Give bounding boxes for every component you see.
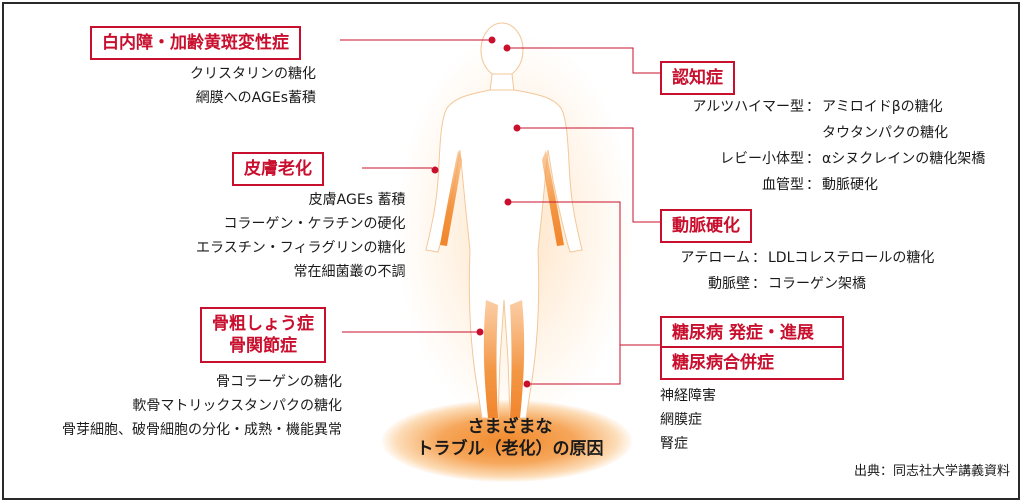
def-value: タウタンパクの糖化 <box>822 125 948 141</box>
def-row: タウタンパクの糖化 <box>654 120 985 146</box>
detail-line: 腎症 <box>660 436 688 452</box>
body-silhouette <box>425 22 583 419</box>
def-value: アミロイドβの糖化 <box>822 99 943 115</box>
label-osteoporosis: 骨粗しょう症 骨関節症 <box>200 307 326 363</box>
def-key: レビー小体型 <box>720 151 804 167</box>
detail-line: 神経障害 <box>660 388 716 404</box>
line-diabetes-leg <box>530 345 621 385</box>
details-cataract-amd: クリスタリンの糖化 網膜へのAGEs蓄積 <box>190 62 316 110</box>
details-diabetes: 神経障害 網膜症 腎症 <box>660 384 716 456</box>
def-key: アルツハイマー型 <box>692 99 804 115</box>
def-row: アルツハイマー型 ： アミロイドβの糖化 <box>654 94 985 120</box>
label-dementia: 認知症 <box>660 61 735 95</box>
dot-abdomen <box>504 198 512 206</box>
caption-line: トラブル（老化）の原因 <box>416 439 604 459</box>
def-sep: ： <box>752 250 766 266</box>
def-sep: ： <box>752 276 766 292</box>
def-sep: ： <box>806 99 820 115</box>
detail-line: 骨芽細胞、破骨細胞の分化・成熟・機能異常 <box>62 422 342 438</box>
center-caption: さまざまな トラブル（老化）の原因 <box>385 416 635 460</box>
detail-line: コラーゲン・ケラチンの硬化 <box>223 216 406 232</box>
label-line: 骨関節症 <box>229 336 297 356</box>
details-dementia: アルツハイマー型 ： アミロイドβの糖化 タウタンパクの糖化 レビー小体型 ： … <box>654 94 985 198</box>
def-sep: ： <box>806 151 820 167</box>
detail-line: 皮膚AGEs 蓄積 <box>308 192 406 208</box>
limb-glows <box>440 150 564 418</box>
label-diabetes-complications: 糖尿病合併症 <box>660 346 844 380</box>
def-value: αシヌクレインの糖化架橋 <box>822 151 986 167</box>
label-atherosclerosis: 動脈硬化 <box>660 209 752 243</box>
line-atherosclerosis <box>520 127 660 223</box>
def-key: 血管型 <box>762 177 804 193</box>
base-glow <box>382 400 632 482</box>
def-sep <box>804 120 822 146</box>
label-skin-aging: 皮膚老化 <box>232 152 324 186</box>
detail-line: 骨コラーゲンの糖化 <box>216 374 342 390</box>
dot-heart <box>513 124 521 132</box>
line-dementia <box>510 47 660 74</box>
dot-skin <box>431 166 439 174</box>
def-row: レビー小体型 ： αシヌクレインの糖化架橋 <box>654 146 985 172</box>
def-sep: ： <box>806 177 820 193</box>
source-credit: 出典：同志社大学講義資料 <box>853 464 1010 479</box>
label-line: 骨粗しょう症 <box>212 314 314 334</box>
detail-line: 網膜へのAGEs蓄積 <box>195 90 316 106</box>
def-row: 動脈壁 ： コラーゲン架橋 <box>654 271 934 297</box>
detail-line: 網膜症 <box>660 412 702 428</box>
details-skin-aging: 皮膚AGEs 蓄積 コラーゲン・ケラチンの硬化 エラスチン・フィラグリンの糖化 … <box>196 188 405 284</box>
dot-brain <box>503 44 511 52</box>
def-row: 血管型 ： 動脈硬化 <box>654 172 985 198</box>
body-dots <box>431 36 531 388</box>
connector-lines <box>340 39 660 385</box>
def-key: アテローム <box>680 250 750 266</box>
dot-leg <box>523 380 531 388</box>
def-key <box>654 120 804 146</box>
details-osteoporosis: 骨コラーゲンの糖化 軟骨マトリックスタンパクの糖化 骨芽細胞、破骨細胞の分化・成… <box>62 370 342 442</box>
dot-knee <box>476 328 484 336</box>
label-diabetes-onset: 糖尿病 発症・進展 <box>660 316 844 350</box>
def-value: コラーゲン架橋 <box>768 276 866 292</box>
label-cataract-amd: 白内障・加齢黄斑変性症 <box>90 26 301 60</box>
detail-line: 常在細菌叢の不調 <box>293 264 406 280</box>
def-value: LDLコレステロールの糖化 <box>768 250 935 266</box>
def-key: 動脈壁 <box>708 276 750 292</box>
caption-line: さまざまな <box>467 417 553 437</box>
detail-line: エラスチン・フィラグリンの糖化 <box>196 240 406 256</box>
def-value: 動脈硬化 <box>822 177 878 193</box>
detail-line: 軟骨マトリックスタンパクの糖化 <box>132 398 342 414</box>
details-atherosclerosis: アテローム ： LDLコレステロールの糖化 動脈壁 ： コラーゲン架橋 <box>654 245 934 297</box>
line-diabetes-abdomen <box>511 201 660 346</box>
dot-eye <box>488 36 496 44</box>
detail-line: クリスタリンの糖化 <box>190 66 316 82</box>
def-row: アテローム ： LDLコレステロールの糖化 <box>654 245 934 271</box>
